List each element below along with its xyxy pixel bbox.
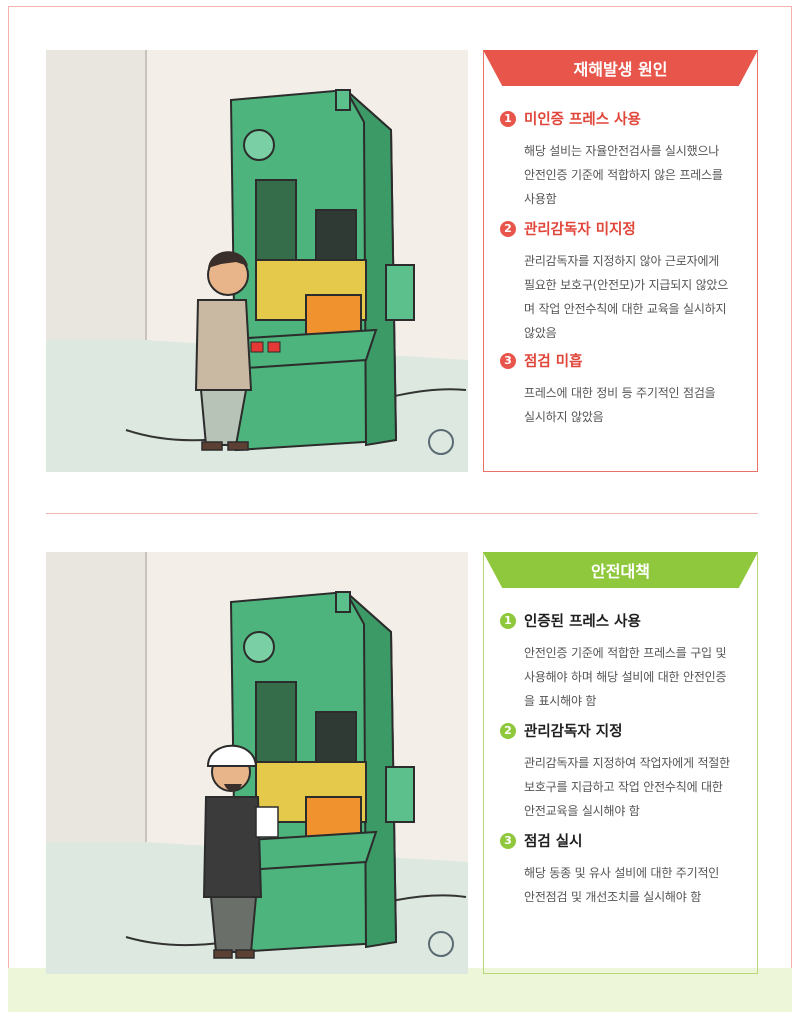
measure-heading: 인증된 프레스 사용 <box>524 614 641 630</box>
measures-panel: 안전대책 1 인증된 프레스 사용 안전인증 기준에 적합한 프레스를 구입 및… <box>483 552 758 974</box>
measure-heading: 점검 실시 <box>524 834 583 850</box>
measure-item-1: 1 인증된 프레스 사용 안전인증 기준에 적합한 프레스를 구입 및 사용해야… <box>500 610 747 713</box>
measure-heading: 관리감독자 지정 <box>524 724 623 740</box>
press-machine-scene-2 <box>46 552 468 974</box>
body-line: 관리감독자를 지정하여 작업자에게 적절한 <box>524 756 730 770</box>
body-line: 며 작업 안전수칙에 대한 교육을 실시하지 <box>524 302 727 316</box>
body-line: 해당 설비는 자율안전검사를 실시했으나 <box>524 144 720 158</box>
causes-title: 재해발생 원인 <box>483 50 758 86</box>
section-divider <box>46 513 758 514</box>
cause-body: 해당 설비는 자율안전검사를 실시했으나 안전인증 기준에 적합하지 않은 프레… <box>524 139 747 211</box>
cause-item-3: 3 점검 미흡 프레스에 대한 정비 등 주기적인 점검을 실시하지 않았음 <box>500 350 747 429</box>
body-line: 안전점검 및 개선조치를 실시해야 함 <box>524 890 702 904</box>
measure-body: 안전인증 기준에 적합한 프레스를 구입 및 사용해야 하며 해당 설비에 대한… <box>524 641 747 713</box>
body-line: 보호구를 지급하고 작업 안전수칙에 대한 <box>524 780 723 794</box>
body-line: 을 표시해야 함 <box>524 694 597 708</box>
body-line: 않았음 <box>524 326 557 340</box>
cause-item-2: 2 관리감독자 미지정 관리감독자를 지정하지 않아 근로자에게 필요한 보호구… <box>500 218 747 345</box>
cause-body: 프레스에 대한 정비 등 주기적인 점검을 실시하지 않았음 <box>524 381 747 429</box>
number-badge: 1 <box>500 612 516 629</box>
illustration-unsafe-worker <box>46 50 468 472</box>
cause-item-1: 1 미인증 프레스 사용 해당 설비는 자율안전검사를 실시했으나 안전인증 기… <box>500 108 747 211</box>
measure-body: 해당 동종 및 유사 설비에 대한 주기적인 안전점검 및 개선조치를 실시해야… <box>524 861 747 909</box>
body-line: 사용함 <box>524 192 557 206</box>
measure-item-2: 2 관리감독자 지정 관리감독자를 지정하여 작업자에게 적절한 보호구를 지급… <box>500 720 747 823</box>
bottom-band <box>8 968 792 1012</box>
number-badge: 2 <box>500 220 516 237</box>
body-line: 관리감독자를 지정하지 않아 근로자에게 <box>524 254 720 268</box>
measure-body: 관리감독자를 지정하여 작업자에게 적절한 보호구를 지급하고 작업 안전수칙에… <box>524 751 747 823</box>
body-line: 해당 동종 및 유사 설비에 대한 주기적인 <box>524 866 720 880</box>
body-line: 프레스에 대한 정비 등 주기적인 점검을 <box>524 386 716 400</box>
press-machine-scene-1 <box>46 50 468 472</box>
body-line: 안전인증 기준에 적합하지 않은 프레스를 <box>524 168 723 182</box>
body-line: 안전인증 기준에 적합한 프레스를 구입 및 <box>524 646 727 660</box>
body-line: 필요한 보호구(안전모)가 지급되지 않았으 <box>524 278 729 292</box>
number-badge: 3 <box>500 352 516 369</box>
cause-body: 관리감독자를 지정하지 않아 근로자에게 필요한 보호구(안전모)가 지급되지 … <box>524 249 747 345</box>
illustration-safe-worker <box>46 552 468 974</box>
number-badge: 1 <box>500 110 516 127</box>
body-line: 사용해야 하며 해당 설비에 대한 안전인증 <box>524 670 727 684</box>
measures-title: 안전대책 <box>483 552 758 588</box>
cause-heading: 미인증 프레스 사용 <box>524 112 641 128</box>
measure-item-3: 3 점검 실시 해당 동종 및 유사 설비에 대한 주기적인 안전점검 및 개선… <box>500 830 747 909</box>
causes-panel: 재해발생 원인 1 미인증 프레스 사용 해당 설비는 자율안전검사를 실시했으… <box>483 50 758 472</box>
body-line: 실시하지 않았음 <box>524 410 604 424</box>
cause-heading: 관리감독자 미지정 <box>524 222 636 238</box>
body-line: 안전교육을 실시해야 함 <box>524 804 640 818</box>
number-badge: 3 <box>500 832 516 849</box>
cause-heading: 점검 미흡 <box>524 354 583 370</box>
number-badge: 2 <box>500 722 516 739</box>
